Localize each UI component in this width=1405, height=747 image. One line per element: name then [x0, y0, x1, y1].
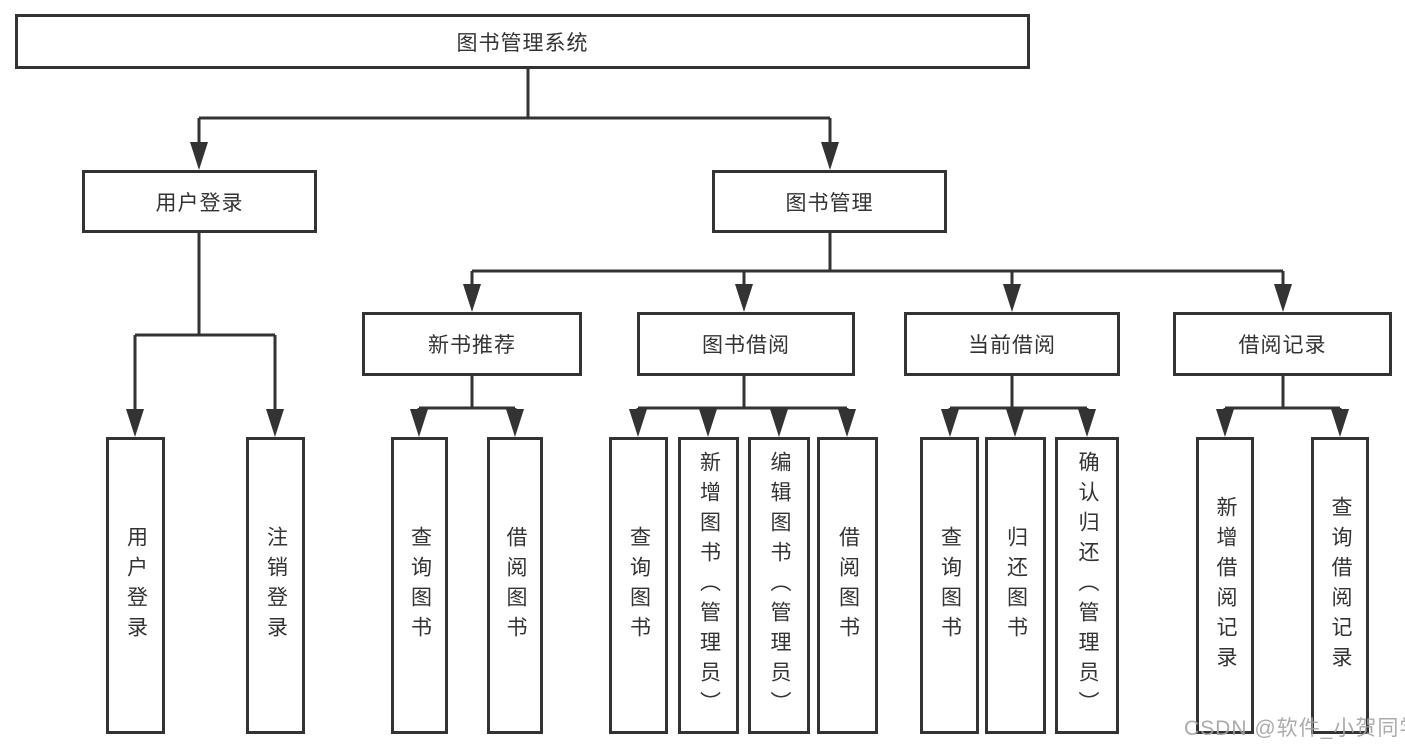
node-label: 新增图书（管理员）	[697, 450, 721, 721]
leaf-borrow-add-books-admin: 新增图书（管理员）	[678, 437, 739, 734]
leaf-records-add-borrow-record: 新增借阅记录	[1196, 437, 1254, 734]
node-borrow-records: 借阅记录	[1173, 312, 1392, 376]
node-label: 用户登录	[155, 191, 244, 215]
node-current-borrow: 当前借阅	[904, 312, 1120, 376]
node-label: 借阅图书	[836, 525, 860, 646]
leaf-recommend-query-books: 查询图书	[391, 437, 448, 734]
node-label: 当前借阅	[968, 334, 1056, 357]
node-root-library-system: 图书管理系统	[15, 14, 1030, 69]
leaf-borrow-edit-books-admin: 编辑图书（管理员）	[748, 437, 810, 734]
leaf-current-return-books: 归还图书	[985, 437, 1046, 734]
leaf-logout-login: 注销登录	[246, 437, 305, 734]
leaf-current-confirm-return-admin: 确认归还（管理员）	[1055, 437, 1119, 734]
node-user-login: 用户登录	[82, 170, 317, 233]
node-label: 查询图书	[627, 525, 651, 646]
node-label: 查询借阅记录	[1329, 495, 1352, 676]
node-label: 查询图书	[938, 525, 962, 646]
node-label: 借阅记录	[1238, 334, 1327, 357]
node-label: 图书借阅	[702, 334, 790, 357]
node-book-borrow: 图书借阅	[637, 312, 855, 376]
node-label: 注销登录	[264, 525, 288, 646]
node-label: 借阅图书	[504, 525, 527, 646]
node-new-book-recommend: 新书推荐	[362, 312, 582, 376]
leaf-recommend-borrow-books: 借阅图书	[487, 437, 543, 734]
leaf-borrow-query-books: 查询图书	[609, 437, 668, 734]
watermark-text: CSDN @软件_小贺同学	[1184, 717, 1405, 740]
node-label: 新书推荐	[428, 334, 516, 357]
node-book-management: 图书管理	[712, 170, 947, 233]
node-label: 确认归还（管理员）	[1076, 450, 1099, 721]
node-label: 用户登录	[124, 525, 148, 646]
leaf-user-login: 用户登录	[106, 437, 165, 734]
node-label: 新增借阅记录	[1214, 495, 1237, 676]
leaf-current-query-books: 查询图书	[920, 437, 979, 734]
node-label: 归还图书	[1004, 525, 1028, 646]
node-label: 图书管理	[785, 191, 874, 215]
node-label: 编辑图书（管理员）	[768, 450, 791, 721]
node-label: 查询图书	[408, 525, 432, 646]
leaf-records-query-borrow-record: 查询借阅记录	[1311, 437, 1369, 734]
leaf-borrow-borrow-books: 借阅图书	[817, 437, 878, 734]
node-label: 图书管理系统	[456, 31, 589, 55]
